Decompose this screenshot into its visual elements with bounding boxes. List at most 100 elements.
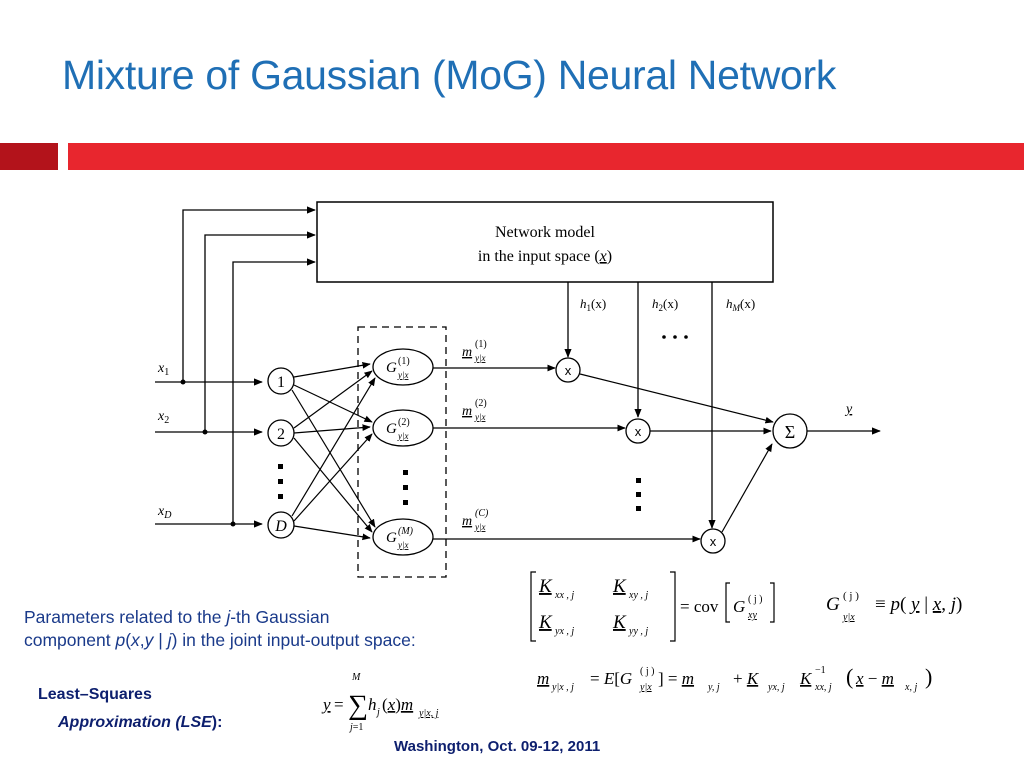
svg-text:xy: xy: [747, 610, 757, 621]
mean-label-1-sub: y|x: [474, 353, 485, 363]
svg-text:y|x: y|x: [397, 431, 408, 441]
svg-text:K: K: [538, 576, 553, 597]
svg-text:M: M: [351, 672, 361, 683]
svg-text:y|x: y|x: [842, 612, 855, 623]
gaussian-output-lines: [433, 364, 701, 543]
svg-text:y|x: y|x: [397, 370, 408, 380]
svg-text:y, j: y, j: [707, 682, 720, 693]
network-model-box: [316, 201, 774, 283]
mean-label-C-sub: y|x: [474, 522, 485, 532]
input-lines: [155, 378, 263, 528]
gate-h2-label: h2(x): [652, 296, 678, 313]
multiplier-node-2: x: [625, 418, 651, 444]
page-title: Mixture of Gaussian (MoG) Neural Network: [62, 52, 837, 98]
gaussian-definition-equation: G ( j ) y|x ≡ p( y | x, j): [826, 590, 962, 623]
input-x2-label: x2: [157, 409, 169, 426]
svg-text:G: G: [733, 597, 745, 616]
svg-text:yy , j: yy , j: [628, 626, 648, 637]
svg-text:yx , j: yx , j: [554, 626, 574, 637]
svg-text:): ): [925, 664, 932, 689]
svg-text:y|x, j: y|x, j: [418, 708, 439, 719]
svg-text:yx, j: yx, j: [767, 682, 785, 693]
input-node-ellipsis: [278, 464, 283, 499]
output-label: y: [844, 402, 853, 417]
mean-label-1-sup: (1): [475, 339, 487, 350]
mean-label-C: m: [462, 514, 472, 529]
svg-text:x − m: x − m: [855, 669, 894, 688]
svg-text:] = m: ] = m: [658, 669, 694, 688]
mean-label-2-sup: (2): [475, 398, 487, 409]
svg-text:x: x: [565, 363, 572, 378]
input-node-D: D: [267, 511, 295, 539]
svg-text:(: (: [846, 664, 853, 689]
svg-text:xy , j: xy , j: [628, 590, 648, 601]
gate-h1-label: h1(x): [580, 296, 606, 313]
svg-text:≡ p( y | x, j): ≡ p( y | x, j): [875, 594, 962, 615]
svg-text:y: y: [321, 695, 331, 714]
input-node-1: 1: [267, 367, 295, 395]
mean-label-2-sub: y|x: [474, 412, 485, 422]
svg-text:D: D: [274, 518, 287, 535]
svg-text:G: G: [386, 421, 397, 437]
parameters-description: Parameters related to the j-th Gaussian …: [24, 607, 416, 650]
svg-text:y|x , j: y|x , j: [551, 682, 574, 693]
mean-label-2: m: [462, 404, 472, 419]
svg-text:−1: −1: [815, 665, 826, 676]
svg-text:(1): (1): [398, 356, 410, 367]
svg-text:j: j: [375, 707, 380, 718]
multiplier-ellipsis: [636, 478, 641, 511]
svg-text:(x)m: (x)m: [382, 695, 413, 714]
gaussian-node-2: G (2) y|x: [372, 409, 434, 447]
svg-text:xx, j: xx, j: [814, 682, 832, 693]
svg-text:2: 2: [277, 426, 285, 443]
svg-text:x: x: [635, 424, 642, 439]
svg-text:( j ): ( j ): [640, 666, 654, 677]
svg-text:x, j: x, j: [904, 682, 917, 693]
svg-text:= cov: = cov: [680, 597, 719, 616]
gate-hM-label: hM(x): [726, 296, 755, 313]
covariance-equation: K xx , j K xy , j K yx , j K yy , j = co…: [530, 571, 775, 642]
input-x1-label: x1: [157, 361, 169, 378]
title-accent-bar-dark: [0, 143, 58, 170]
svg-text:K: K: [799, 669, 813, 688]
title-accent-bar: [68, 143, 1024, 170]
lse-label-line2: Approximation (LSE):: [58, 714, 223, 731]
gaussian-node-M: G (M) y|x: [372, 518, 434, 556]
svg-text:K: K: [612, 576, 627, 597]
svg-text:(2): (2): [398, 417, 410, 428]
input-node-2: 2: [267, 419, 295, 447]
svg-text:xx , j: xx , j: [554, 590, 574, 601]
sum-node: Σ: [772, 413, 808, 449]
svg-text:( j ): ( j ): [843, 590, 859, 602]
svg-text:x: x: [710, 534, 717, 549]
network-model-label-2: in the input space (x): [478, 248, 612, 265]
lse-label-line1: Least–Squares: [38, 686, 152, 703]
multiplier-node-M: x: [700, 528, 726, 554]
gaussian-node-1: G (1) y|x: [372, 348, 434, 386]
mean-label-1: m: [462, 345, 472, 360]
conditional-mean-equation: m y|x , j = E[G ( j ) y|x ] = m y, j + K…: [537, 664, 932, 693]
svg-text:G: G: [386, 530, 397, 546]
svg-text:y|x: y|x: [397, 540, 408, 550]
svg-text:+ K: + K: [733, 669, 760, 688]
footer-conference: Washington, Oct. 09-12, 2011: [394, 738, 601, 755]
svg-text:= E[G: = E[G: [590, 669, 632, 688]
svg-text:G: G: [826, 594, 840, 615]
network-model-label-1: Network model: [495, 224, 596, 241]
svg-text:( j ): ( j ): [748, 594, 762, 605]
svg-text:=: =: [334, 695, 344, 714]
lse-equation: y = ∑ M j=1 h j (x)m y|x, j: [321, 672, 439, 733]
svg-text:∑: ∑: [348, 690, 368, 721]
gate-ellipsis: [662, 335, 688, 339]
svg-text:1: 1: [277, 374, 285, 391]
svg-text:K: K: [612, 612, 627, 633]
svg-text:y|x: y|x: [639, 682, 652, 693]
svg-text:G: G: [386, 360, 397, 376]
mean-label-C-sup: (C): [475, 508, 489, 519]
svg-text:j=1: j=1: [348, 722, 363, 733]
input-feed-lines: [182, 206, 316, 524]
svg-text:Σ: Σ: [785, 422, 795, 442]
node-gaussian-connections: [291, 361, 376, 541]
gating-lines: [564, 282, 716, 529]
